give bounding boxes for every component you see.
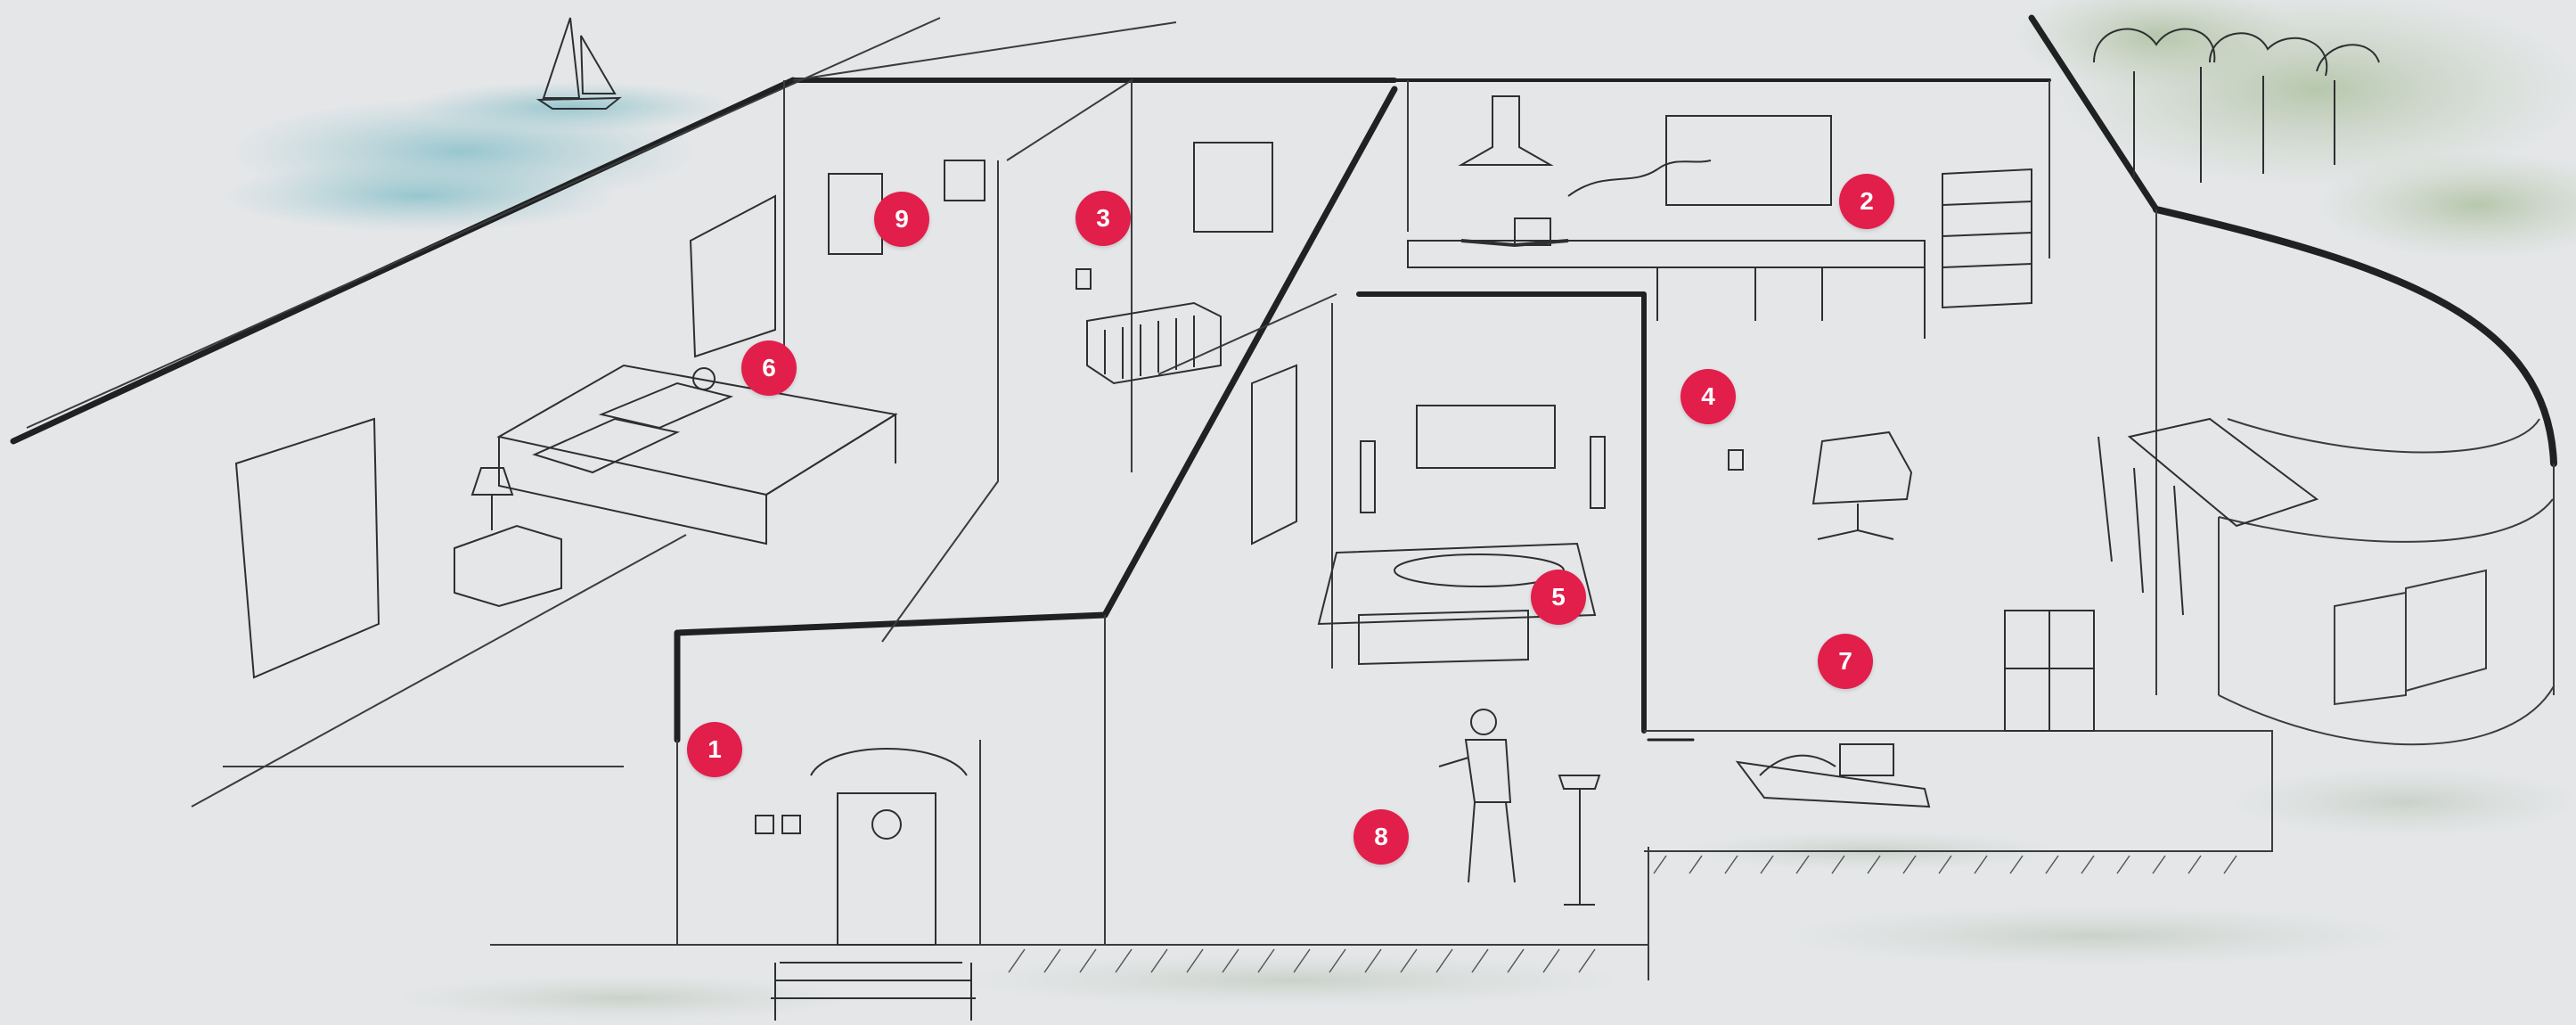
lounge-chair-icon [1738, 744, 1929, 807]
armchair-icon [1813, 432, 1911, 539]
front-door-icon [771, 749, 976, 1021]
hotspot-marker-4[interactable]: 4 [1681, 369, 1736, 424]
nightstand-lamp-icon [454, 468, 561, 606]
hotspot-marker-6[interactable]: 6 [741, 340, 797, 396]
hotspot-marker-1[interactable]: 1 [687, 722, 742, 777]
hotspot-marker-2[interactable]: 2 [1839, 174, 1894, 229]
hotspot-marker-9[interactable]: 9 [874, 192, 929, 247]
picture-frames [829, 143, 1555, 544]
sea-watercolor [223, 82, 731, 232]
smart-sensor-icons [693, 269, 1743, 833]
hotspot-marker-3[interactable]: 3 [1075, 191, 1131, 246]
exterior-door-icon [2005, 611, 2094, 731]
speaker-icon [1361, 437, 1605, 512]
floor-lamp-icon [1559, 775, 1599, 905]
person-with-phone-icon [1439, 709, 1515, 882]
window-icon [236, 196, 775, 677]
hotspot-marker-7[interactable]: 7 [1818, 634, 1873, 689]
dining-table-icon [2098, 419, 2317, 615]
crib-icon [1087, 303, 1221, 383]
bed-icon [499, 365, 895, 544]
hotspot-marker-8[interactable]: 8 [1353, 809, 1409, 865]
hotspot-marker-5[interactable]: 5 [1531, 570, 1586, 625]
ground-shadows [392, 767, 2576, 1021]
bookshelf-icon [1942, 169, 2032, 308]
